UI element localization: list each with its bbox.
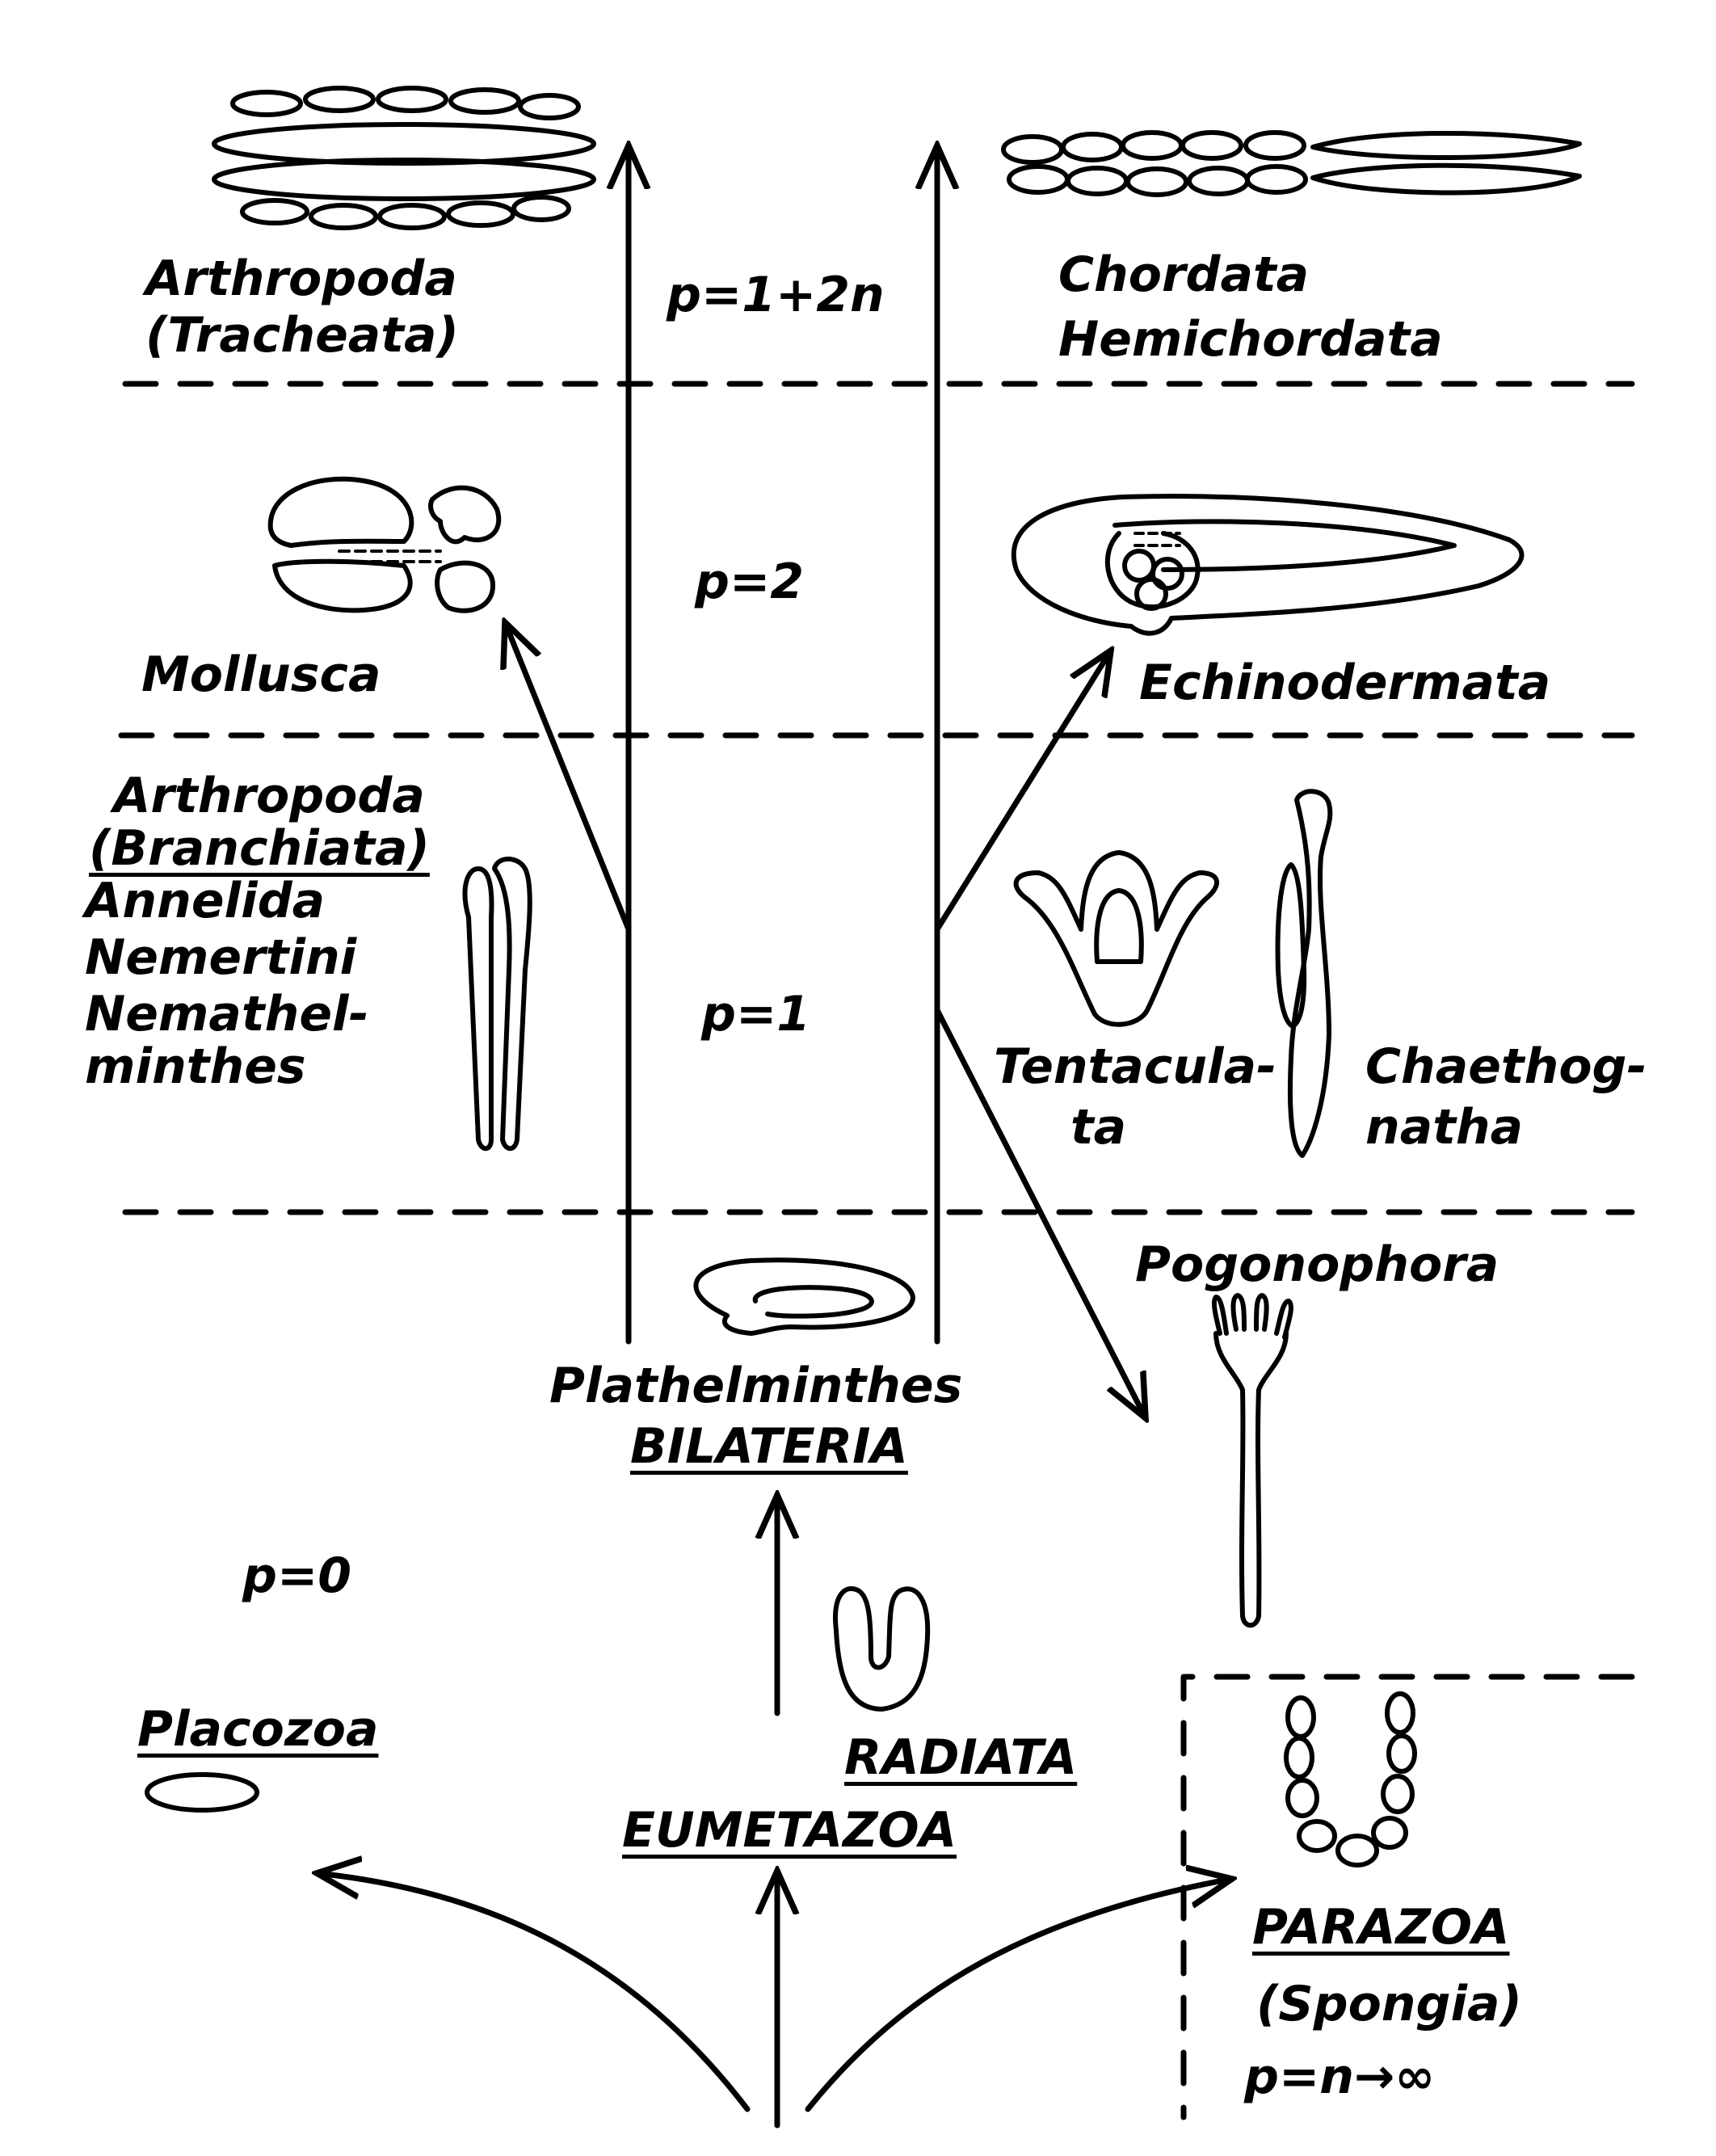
label-tentaculata: Tentacula- [994, 1038, 1277, 1095]
label-bilateria: BILATERIA [630, 1418, 908, 1475]
label-spongia: (Spongia) [1256, 1976, 1522, 2032]
tentaculata-figure [1013, 850, 1219, 1027]
arrow-to-mollusca [505, 622, 632, 933]
arrow-to-pogonophora [934, 1007, 1146, 1418]
label-nemathel: Nemathel- [85, 986, 369, 1042]
placozoa-figure [145, 1772, 259, 1813]
label-chordata: Chordata [1058, 246, 1310, 303]
mollusca-figure [267, 476, 502, 613]
zone-label-zero: p=0 [242, 1548, 351, 1604]
arrow-to-placozoa [317, 1873, 751, 2112]
arrow-to-echinodermata [934, 651, 1111, 933]
label-annelida: Annelida [85, 873, 326, 929]
label-arthropoda-branchiata: Arthropoda [113, 768, 425, 824]
label-branchiata: (Branchiata) [89, 820, 430, 877]
label-tracheata: (Tracheata) [145, 307, 459, 364]
chordata-figure [1001, 130, 1582, 197]
arthropoda-tracheata-figure [212, 86, 596, 230]
label-radiata: RADIATA [844, 1729, 1078, 1786]
label-chaethognatha: Chaethog- [1365, 1038, 1647, 1095]
chaethognatha-figure [1275, 789, 1333, 1158]
label-arthropoda: Arthropoda [145, 251, 457, 307]
arrow-to-parazoa [805, 1879, 1232, 2112]
zone-label-parazoa: p=n→∞ [1244, 2049, 1436, 2105]
zone-label-one: p=1 [701, 986, 810, 1042]
label-plathelminthes: Plathelminthes [549, 1358, 963, 1414]
label-tentaculata-ta: ta [1070, 1099, 1127, 1156]
parazoa-dashed-box [1180, 1674, 1635, 2120]
label-nemertini: Nemertini [85, 929, 357, 986]
label-minthes: minthes [85, 1038, 306, 1095]
label-hemichordata: Hemichordata [1058, 311, 1443, 368]
pogonophora-figure [1211, 1293, 1293, 1628]
label-mollusca: Mollusca [141, 646, 381, 703]
zone-label-two: p=2 [695, 554, 804, 610]
label-chaethognatha-natha: natha [1365, 1099, 1524, 1156]
label-parazoa: PARAZOA [1252, 1899, 1510, 1956]
label-pogonophora: Pogonophora [1135, 1236, 1499, 1293]
label-placozoa: Placozoa [137, 1701, 379, 1758]
worm-figure [462, 857, 532, 1152]
radiata-figure [833, 1586, 931, 1712]
parazoa-figure [1284, 1691, 1417, 1868]
plathelminthes-figure [693, 1257, 915, 1336]
zone-label-upper: p=1+2n [667, 267, 885, 323]
echinodermata-figure [1011, 494, 1525, 636]
label-eumetazoa: EUMETAZOA [622, 1802, 957, 1859]
label-echinodermata: Echinodermata [1139, 655, 1551, 711]
